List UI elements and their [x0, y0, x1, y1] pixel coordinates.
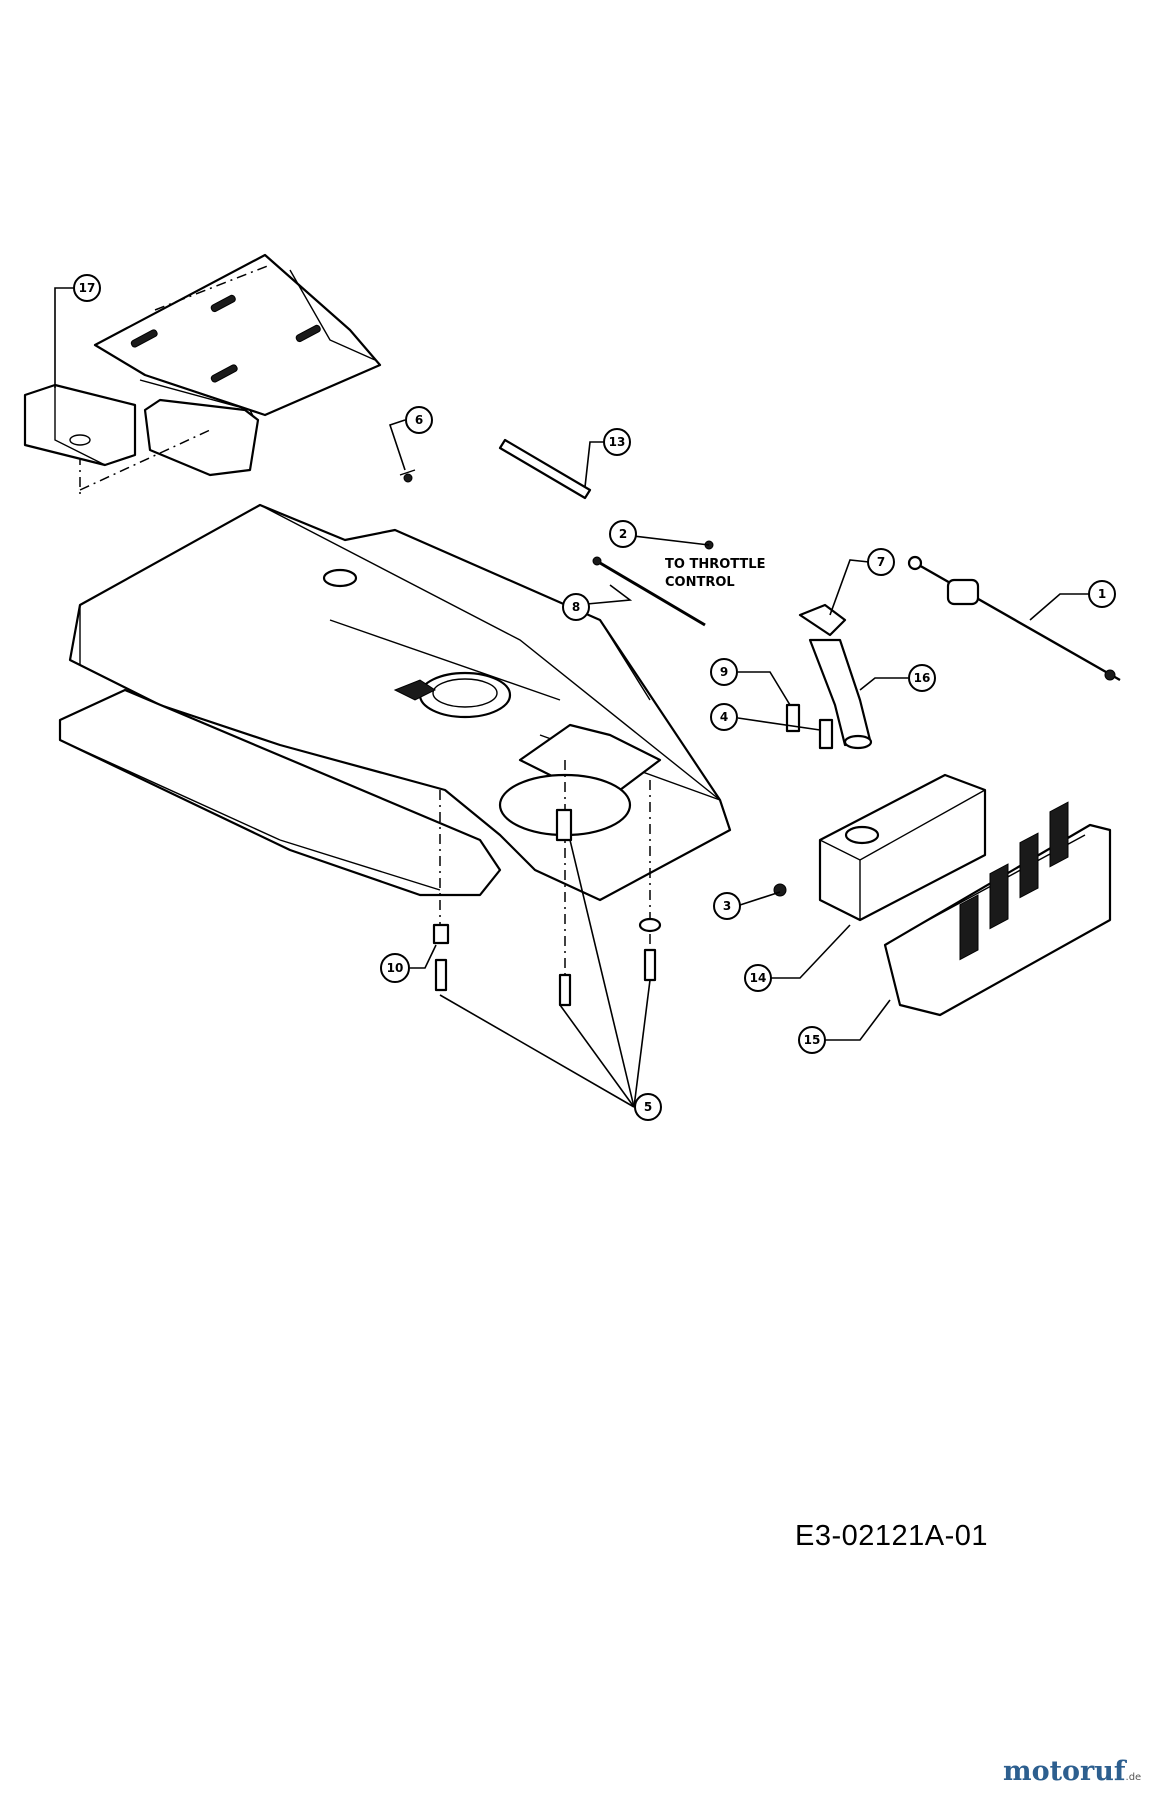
callout-6: 6: [405, 406, 433, 434]
bracket-block: [23, 383, 137, 467]
svg-text:2: 2: [619, 527, 627, 541]
note-line-1: TO THROTTLE: [665, 557, 765, 572]
diagram-code: E3-02121A-01: [795, 1520, 989, 1552]
callout-10: 10: [380, 953, 410, 983]
callout-2: 2: [609, 520, 637, 548]
callout-7: 7: [867, 548, 895, 576]
lower-rail: [58, 688, 502, 897]
wire-harness-1: [907, 555, 1121, 682]
exhaust-pipe: [798, 603, 873, 750]
main-frame: [68, 503, 732, 902]
rod-13: [498, 438, 592, 500]
svg-text:10: 10: [387, 961, 404, 975]
callout-17: 17: [73, 274, 101, 302]
svg-text:17: 17: [79, 281, 96, 295]
bolts-9-4: [785, 703, 834, 750]
svg-text:15: 15: [804, 1033, 821, 1047]
callout-16: 16: [908, 664, 936, 692]
leader-lines: [54, 287, 1090, 1108]
svg-text:9: 9: [720, 665, 728, 679]
brand-logo[interactable]: motoruf.de: [1003, 1756, 1141, 1787]
svg-text:8: 8: [572, 600, 580, 614]
svg-text:14: 14: [750, 971, 767, 985]
fasteners-5-10: [432, 760, 662, 1007]
callout-9: 9: [710, 658, 738, 686]
seat-plate-assembly: [79, 253, 382, 495]
svg-text:6: 6: [415, 413, 423, 427]
brand-suffix: .de: [1125, 1772, 1142, 1783]
callout-15: 15: [798, 1026, 826, 1054]
grille-cover-15: [883, 801, 1112, 1017]
svg-text:1: 1: [1098, 587, 1106, 601]
fuel-tank-14: [818, 773, 987, 922]
svg-text:13: 13: [609, 435, 626, 449]
callout-5: 5: [634, 1093, 662, 1121]
callout-14: 14: [744, 964, 772, 992]
callout-1: 1: [1088, 580, 1116, 608]
callout-8: 8: [562, 593, 590, 621]
brand-name: motoruf: [1003, 1756, 1126, 1787]
callout-13: 13: [603, 428, 631, 456]
callout-4: 4: [710, 703, 738, 731]
svg-text:4: 4: [720, 710, 728, 724]
bolt-6: [399, 469, 416, 483]
callout-3: 3: [713, 892, 741, 920]
cable-8: [592, 556, 706, 627]
svg-text:5: 5: [644, 1100, 652, 1114]
note-line-2: CONTROL: [665, 575, 735, 590]
svg-text:7: 7: [877, 555, 885, 569]
svg-text:3: 3: [723, 899, 731, 913]
svg-text:16: 16: [914, 671, 931, 685]
